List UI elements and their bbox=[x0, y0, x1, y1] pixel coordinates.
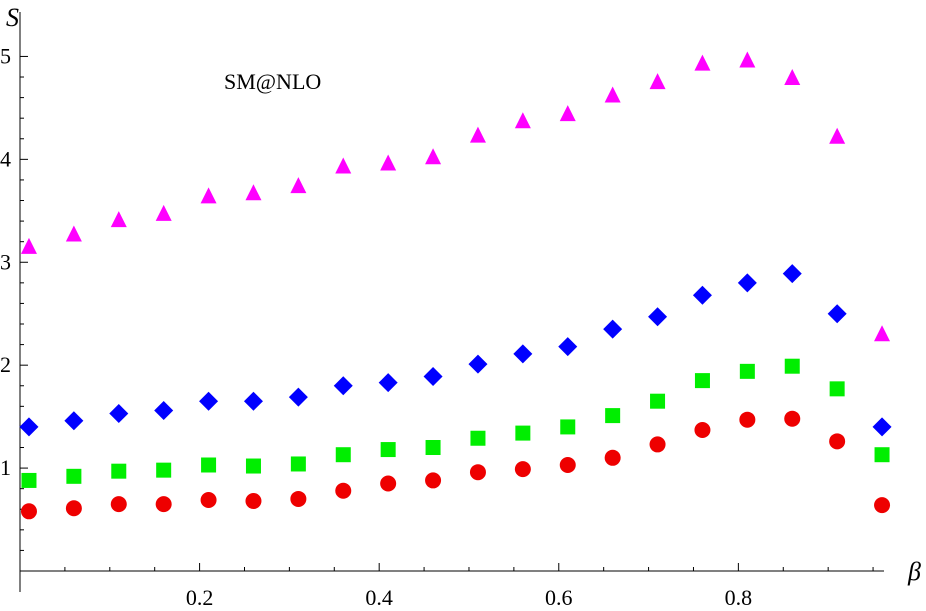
data-point-circle bbox=[425, 472, 442, 489]
data-point-triangle bbox=[829, 127, 846, 144]
data-point-square bbox=[470, 430, 486, 446]
data-point-square bbox=[201, 457, 217, 473]
data-point-triangle bbox=[469, 126, 486, 143]
data-point-circle bbox=[874, 497, 891, 514]
data-point-triangle bbox=[425, 148, 442, 165]
data-point-triangle bbox=[874, 325, 891, 342]
data-point-diamond bbox=[154, 400, 174, 420]
data-point-triangle bbox=[65, 225, 82, 242]
data-point-circle bbox=[200, 491, 217, 508]
data-points bbox=[19, 51, 892, 520]
data-point-circle bbox=[784, 410, 801, 427]
data-point-circle bbox=[155, 496, 172, 513]
data-point-diamond bbox=[692, 285, 712, 305]
data-point-circle bbox=[469, 464, 486, 481]
data-point-diamond bbox=[109, 404, 129, 424]
data-point-square bbox=[245, 458, 261, 474]
data-point-square bbox=[515, 425, 531, 441]
data-point-circle bbox=[739, 411, 756, 428]
data-point-square bbox=[560, 419, 576, 435]
data-point-circle bbox=[110, 496, 127, 513]
x-tick-label: 0.6 bbox=[545, 585, 573, 610]
data-point-square bbox=[290, 456, 306, 472]
data-point-circle bbox=[335, 482, 352, 499]
axes bbox=[19, 12, 884, 592]
ticks: 0.2 0.4 0.6 0.8 1 2 3 4 5 bbox=[0, 43, 874, 610]
data-point-diamond bbox=[737, 273, 757, 293]
y-tick-label: 4 bbox=[0, 146, 11, 171]
y-axis-label: S bbox=[6, 3, 19, 32]
data-point-diamond bbox=[603, 319, 623, 339]
data-point-diamond bbox=[782, 264, 802, 284]
chart-annotation: SM@NLO bbox=[224, 69, 321, 94]
data-point-circle bbox=[290, 490, 307, 507]
data-point-square bbox=[21, 472, 37, 488]
data-point-diamond bbox=[64, 411, 84, 431]
data-point-triangle bbox=[514, 112, 531, 129]
data-point-square bbox=[380, 442, 396, 458]
data-point-square bbox=[605, 408, 621, 424]
data-point-diamond bbox=[468, 354, 488, 374]
y-tick-label: 2 bbox=[0, 352, 11, 377]
x-axis-label: β bbox=[907, 557, 921, 586]
y-tick-label: 1 bbox=[0, 455, 11, 480]
data-point-diamond bbox=[378, 373, 398, 393]
data-point-circle bbox=[65, 500, 82, 517]
x-tick-label: 0.8 bbox=[725, 585, 753, 610]
data-point-triangle bbox=[335, 157, 352, 174]
data-point-triangle bbox=[694, 54, 711, 71]
data-point-square bbox=[829, 381, 845, 397]
data-point-triangle bbox=[784, 69, 801, 86]
data-point-square bbox=[650, 393, 666, 409]
data-point-triangle bbox=[604, 86, 621, 103]
data-point-triangle bbox=[20, 237, 37, 254]
data-point-triangle bbox=[559, 105, 576, 122]
y-tick-label: 5 bbox=[0, 43, 11, 68]
data-point-diamond bbox=[288, 387, 308, 407]
data-point-circle bbox=[380, 475, 397, 492]
data-point-square bbox=[156, 462, 172, 478]
y-tick-label: 3 bbox=[0, 249, 11, 274]
data-point-diamond bbox=[243, 391, 263, 411]
data-point-circle bbox=[649, 436, 666, 453]
data-point-square bbox=[66, 468, 82, 484]
data-point-triangle bbox=[290, 177, 307, 194]
data-point-circle bbox=[245, 493, 262, 510]
data-point-diamond bbox=[872, 417, 892, 437]
data-point-circle bbox=[20, 503, 37, 520]
data-point-circle bbox=[514, 461, 531, 478]
data-point-triangle bbox=[380, 154, 397, 171]
data-point-diamond bbox=[827, 304, 847, 324]
x-tick-label: 0.4 bbox=[365, 585, 393, 610]
data-point-diamond bbox=[19, 417, 39, 437]
data-point-circle bbox=[694, 422, 711, 439]
data-point-circle bbox=[604, 449, 621, 466]
data-point-triangle bbox=[649, 73, 666, 90]
data-point-triangle bbox=[155, 204, 172, 221]
data-point-triangle bbox=[110, 211, 127, 228]
data-point-square bbox=[335, 447, 351, 463]
data-point-square bbox=[739, 363, 755, 379]
data-point-triangle bbox=[739, 51, 756, 68]
data-point-square bbox=[425, 440, 441, 456]
data-point-diamond bbox=[199, 391, 219, 411]
x-tick-label: 0.2 bbox=[186, 585, 214, 610]
data-point-diamond bbox=[333, 376, 353, 396]
data-point-circle bbox=[829, 433, 846, 450]
data-point-diamond bbox=[558, 337, 578, 357]
data-point-triangle bbox=[200, 187, 217, 204]
data-point-circle bbox=[559, 457, 576, 473]
data-point-diamond bbox=[648, 307, 668, 327]
data-point-square bbox=[694, 373, 710, 389]
data-point-diamond bbox=[513, 344, 533, 364]
data-point-square bbox=[784, 358, 800, 374]
data-point-square bbox=[874, 447, 890, 463]
data-point-diamond bbox=[423, 366, 443, 386]
data-point-square bbox=[111, 463, 127, 479]
data-point-triangle bbox=[245, 184, 262, 201]
